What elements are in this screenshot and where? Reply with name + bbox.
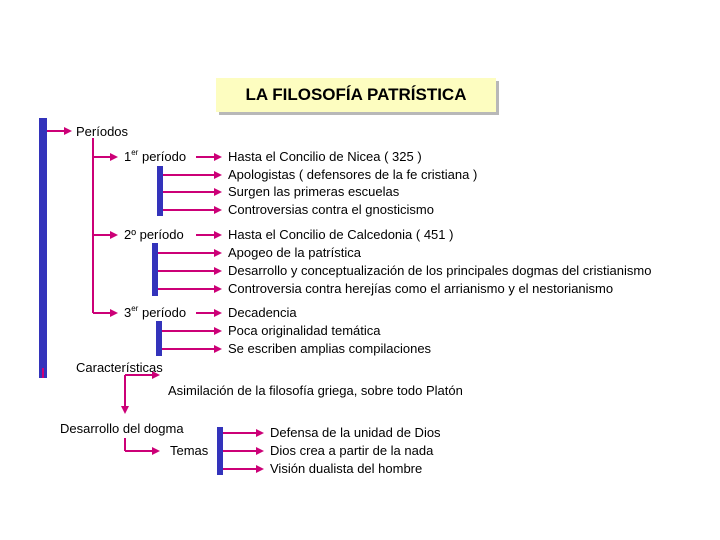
p1-label-num: 1 xyxy=(124,149,132,164)
temas-item: Defensa de la unidad de Dios xyxy=(270,425,441,440)
p3-label: 3er período xyxy=(124,305,186,321)
bar-p2 xyxy=(152,243,158,296)
p2-item: Controversia contra herejías como el arr… xyxy=(228,281,614,296)
bar-p3 xyxy=(156,321,162,356)
asimilacion-text: Asimilación de la filosofía griega, sobr… xyxy=(168,383,463,398)
main-bar xyxy=(39,118,47,378)
p1-label-sup: er xyxy=(131,148,139,157)
p1-item: Controversias contra el gnosticismo xyxy=(228,202,434,217)
p3-item: Decadencia xyxy=(228,305,297,320)
p1-item: Surgen las primeras escuelas xyxy=(228,184,400,199)
bar-p1 xyxy=(157,166,163,216)
p3-label-sup: er xyxy=(131,304,139,313)
temas-item: Dios crea a partir de la nada xyxy=(270,443,434,458)
p1-item: Apologistas ( defensores de la fe cristi… xyxy=(228,167,478,182)
periodos-label: Períodos xyxy=(76,124,129,139)
p1-label: 1er período xyxy=(124,149,186,165)
p3-label-rest: período xyxy=(138,305,187,320)
temas-item: Visión dualista del hombre xyxy=(270,461,423,476)
p3-item: Se escriben amplias compilaciones xyxy=(228,341,432,356)
p3-item: Poca originalidad temática xyxy=(228,323,381,338)
p2-item: Desarrollo y conceptualización de los pr… xyxy=(228,263,652,278)
p2-label: 2º período xyxy=(124,227,184,242)
p2-item: Apogeo de la patrística xyxy=(228,245,361,260)
p3-label-num: 3 xyxy=(124,305,132,320)
bar-temas xyxy=(217,427,223,475)
dogma-label: Desarrollo del dogma xyxy=(60,421,184,436)
p1-label-rest: período xyxy=(138,149,187,164)
caracteristicas-label: Características xyxy=(76,360,163,375)
p2-item: Hasta el Concilio de Calcedonia ( 451 ) xyxy=(228,227,454,242)
temas-label: Temas xyxy=(170,443,209,458)
p1-item: Hasta el Concilio de Nicea ( 325 ) xyxy=(228,149,422,164)
diagram-title: LA FILOSOFÍA PATRÍSTICA xyxy=(216,78,496,112)
